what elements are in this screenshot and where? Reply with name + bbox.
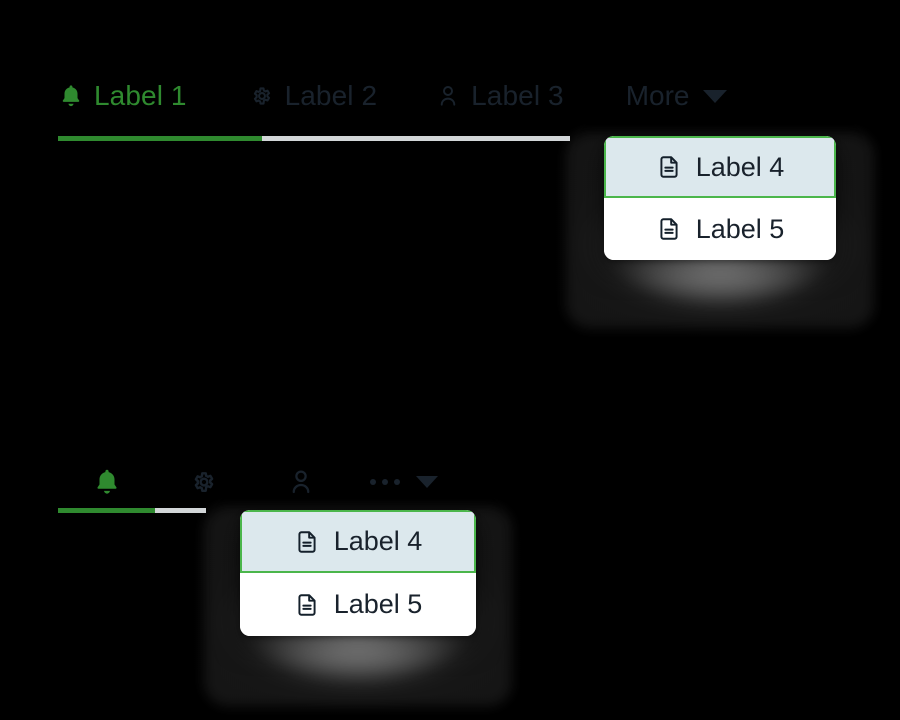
overflow-menu-icons: Label 4 Label 5	[240, 510, 476, 636]
tab-label-3[interactable]: Label 3	[435, 82, 564, 118]
overflow-menu-icons-wrapper: Label 4 Label 5	[204, 502, 512, 707]
document-icon	[294, 529, 320, 555]
menu-item-label-4-text: Label 4	[333, 526, 423, 556]
menu-item-label-5[interactable]: Label 5	[604, 198, 836, 260]
labelled-tab-rail	[58, 136, 570, 141]
tab-label-2-text: Label 2	[284, 80, 378, 111]
overflow-menu-labelled-wrapper: Label 4 Label 5	[566, 128, 874, 328]
tab-label-1[interactable]: Label 1	[58, 82, 187, 118]
menu-item-label-4[interactable]: Label 4	[240, 510, 476, 573]
ellipsis-icon	[370, 479, 400, 485]
bell-icon	[58, 83, 84, 109]
icon-tab-rail	[58, 508, 206, 513]
icon-tab-3[interactable]	[252, 460, 349, 504]
gear-icon	[249, 83, 275, 109]
more-tabs-label: More	[625, 80, 690, 111]
document-icon	[294, 592, 320, 618]
labelled-tab-active-indicator	[58, 136, 262, 141]
chevron-down-icon	[703, 89, 728, 103]
icon-tab-2[interactable]	[155, 460, 252, 504]
icon-tab-bar	[58, 460, 459, 504]
icon-tab-1[interactable]	[58, 460, 155, 504]
document-icon	[656, 154, 682, 180]
tab-label-3-text: Label 3	[471, 80, 564, 111]
tab-label-1-text: Label 1	[94, 80, 187, 111]
overflow-menu-labelled: Label 4 Label 5	[604, 136, 836, 260]
menu-item-label-5-text: Label 5	[333, 589, 423, 619]
chevron-down-icon	[416, 476, 438, 488]
user-icon	[286, 467, 316, 497]
more-tabs-button-icon-variant[interactable]	[349, 460, 459, 504]
menu-item-label-5-text: Label 5	[695, 213, 785, 244]
menu-item-label-4-text: Label 4	[695, 151, 785, 182]
icon-tab-active-indicator	[58, 508, 155, 513]
document-icon	[656, 216, 682, 242]
labelled-tab-bar: Label 1 Label 2 Label 3	[58, 82, 728, 118]
menu-item-label-5[interactable]: Label 5	[240, 573, 476, 636]
menu-item-label-4[interactable]: Label 4	[604, 136, 836, 198]
user-icon	[435, 83, 461, 109]
gear-icon	[189, 467, 219, 497]
bell-icon	[92, 467, 122, 497]
tab-label-2[interactable]: Label 2	[249, 82, 378, 118]
more-tabs-button[interactable]: More	[626, 82, 728, 118]
